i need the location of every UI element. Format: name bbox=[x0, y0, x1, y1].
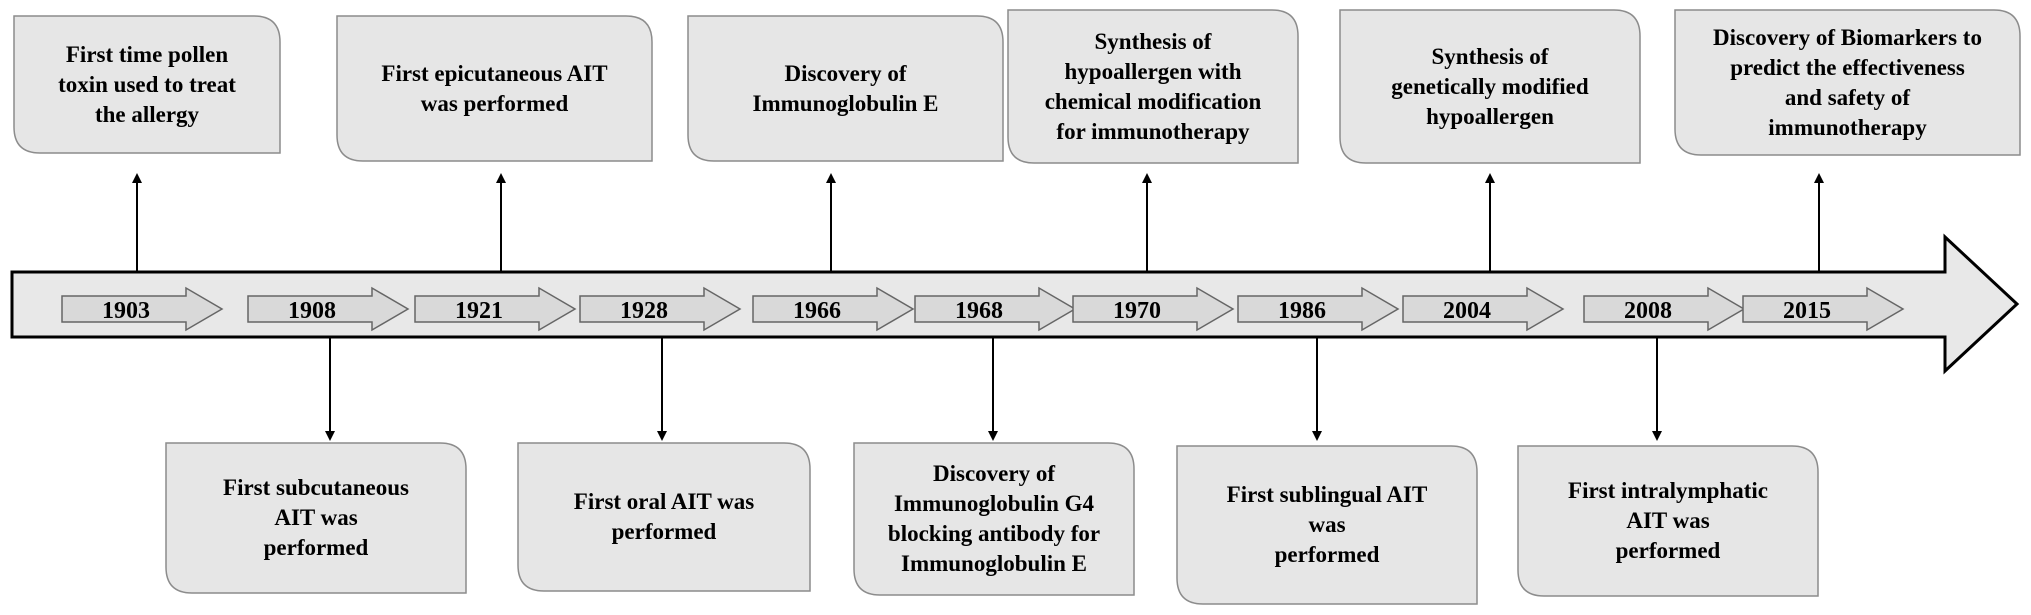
event-box-bottom-1968 bbox=[853, 442, 1135, 596]
year-label-1970: 1970 bbox=[1113, 298, 1161, 324]
year-arrow-1928 bbox=[579, 286, 742, 332]
year-arrow-1986 bbox=[1237, 286, 1400, 332]
year-arrow-1903 bbox=[61, 286, 224, 332]
year-arrow-2004 bbox=[1402, 286, 1565, 332]
event-box-top-2004 bbox=[1339, 9, 1641, 164]
event-box-top-2015 bbox=[1674, 9, 2021, 156]
year-label-2008: 2008 bbox=[1624, 298, 1672, 324]
event-box-bottom-2008 bbox=[1517, 445, 1819, 597]
event-text-top-1921: First epicutaneous AIT was performed bbox=[381, 60, 608, 116]
year-arrow-1921 bbox=[414, 286, 577, 332]
year-label-1928: 1928 bbox=[620, 298, 668, 324]
year-arrow-1970 bbox=[1072, 286, 1235, 332]
event-text-bottom-1928: First oral AIT was performed bbox=[573, 489, 755, 544]
event-text-bottom-1908: First subcutaneous AIT was performed bbox=[223, 475, 409, 560]
event-text-top-2015: Discovery of Biomarkers to predict the e… bbox=[1713, 24, 1982, 140]
year-arrow-1968 bbox=[914, 286, 1077, 332]
year-arrow-2015 bbox=[1742, 286, 1905, 332]
event-box-bottom-1986 bbox=[1176, 445, 1478, 605]
year-label-2015: 2015 bbox=[1783, 298, 1831, 324]
event-box-bottom-1908 bbox=[165, 442, 467, 594]
event-text-top-2004: Synthesis of genetically modified hypoal… bbox=[1391, 43, 1589, 129]
year-arrow-2008 bbox=[1583, 286, 1746, 332]
year-label-1966: 1966 bbox=[793, 298, 841, 324]
year-label-1903: 1903 bbox=[102, 298, 150, 324]
year-arrow-1908 bbox=[247, 286, 410, 332]
year-arrow-1966 bbox=[752, 286, 915, 332]
event-box-bottom-1928 bbox=[517, 442, 811, 592]
event-text-top-1966: Discovery of Immunoglobulin E bbox=[752, 60, 939, 116]
event-box-top-1921 bbox=[336, 15, 653, 162]
year-label-1986: 1986 bbox=[1278, 298, 1326, 324]
year-label-1921: 1921 bbox=[455, 298, 503, 324]
event-text-top-1970: Synthesis of hypoallergen with chemical … bbox=[1044, 28, 1262, 144]
event-box-top-1966 bbox=[687, 15, 1004, 162]
event-text-bottom-1986: First sublingual AIT was performed bbox=[1226, 482, 1428, 567]
event-text-bottom-2008: First intralymphatic AIT was performed bbox=[1568, 478, 1768, 563]
event-box-top-1970 bbox=[1007, 9, 1299, 164]
year-label-1968: 1968 bbox=[955, 298, 1003, 324]
event-box-top-1903 bbox=[13, 15, 281, 154]
year-label-1908: 1908 bbox=[288, 298, 336, 324]
event-text-bottom-1968: Discovery of Immunoglobulin G4 blocking … bbox=[887, 461, 1101, 576]
year-label-2004: 2004 bbox=[1443, 298, 1491, 324]
event-text-top-1903: First time pollen toxin used to treat th… bbox=[58, 41, 236, 127]
